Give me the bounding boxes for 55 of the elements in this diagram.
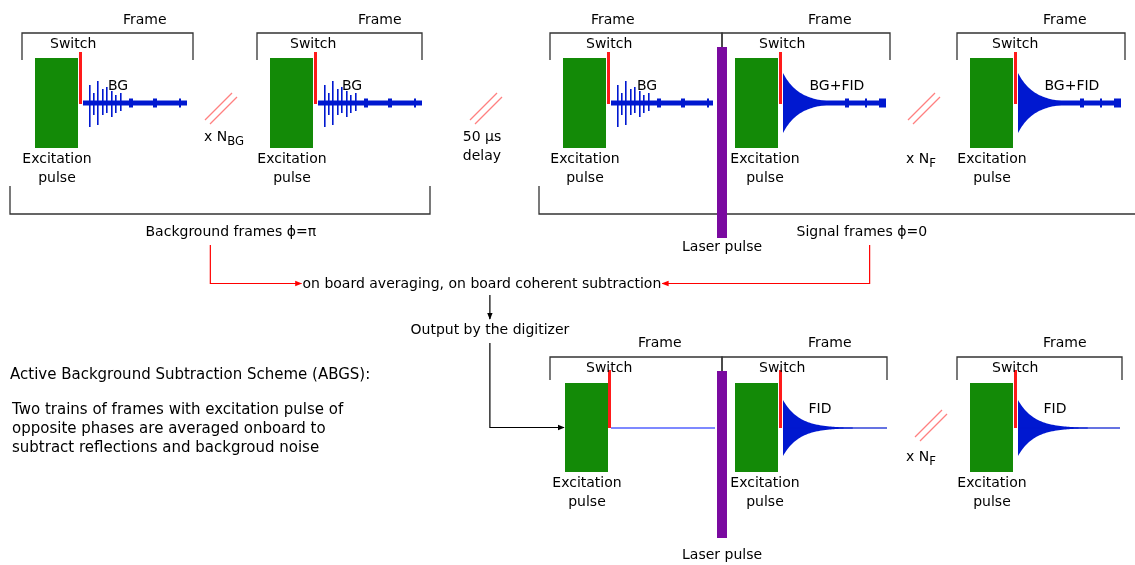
signal-label: BG bbox=[637, 76, 658, 95]
frame-label: Frame bbox=[358, 10, 402, 29]
excitation-pulse-bar bbox=[565, 383, 608, 472]
pulse-label: Excitation pulse bbox=[729, 149, 801, 187]
signal-label: FID bbox=[1043, 399, 1067, 418]
signal-label: FID bbox=[808, 399, 832, 418]
switch-label: Switch bbox=[759, 34, 806, 53]
repeat-count-label: x N$_{F}$ bbox=[906, 447, 936, 470]
train-label: Background frames ϕ=π bbox=[145, 222, 317, 241]
pulse-label: Excitation pulse bbox=[956, 473, 1028, 511]
switch-label: Switch bbox=[586, 358, 633, 377]
excitation-pulse-bar bbox=[563, 58, 606, 148]
arrow bbox=[487, 294, 493, 320]
description-text: Two trains of frames with excitation pulse of opposite phases are averaged onboard to subtract reflections and backgroud noise bbox=[12, 400, 345, 457]
pulse-label: Excitation pulse bbox=[21, 149, 93, 187]
pulse-label: Excitation pulse bbox=[956, 149, 1028, 187]
frame-label: Frame bbox=[808, 333, 852, 352]
switch-label: Switch bbox=[992, 34, 1039, 53]
scheme-title: Active Background Subtraction Scheme (ABGS): bbox=[10, 365, 371, 384]
pulse-label: Excitation pulse bbox=[549, 149, 621, 187]
signal-label: BG bbox=[342, 76, 363, 95]
pulse-label: Excitation pulse bbox=[729, 473, 801, 511]
repeat-count-label: x N$_{F}$ bbox=[906, 149, 936, 172]
switch-label: Switch bbox=[50, 34, 97, 53]
pulse-label: Excitation pulse bbox=[256, 149, 328, 187]
delay-label: 50 µs delay bbox=[461, 127, 503, 165]
frame-label: Frame bbox=[808, 10, 852, 29]
excitation-pulse-bar bbox=[970, 58, 1013, 148]
signal-label: BG+FID bbox=[1044, 76, 1100, 95]
switch-label: Switch bbox=[586, 34, 633, 53]
switch-label: Switch bbox=[290, 34, 337, 53]
arrow bbox=[209, 244, 303, 287]
switch-label: Switch bbox=[992, 358, 1039, 377]
laser-pulse-label: Laser pulse bbox=[682, 545, 763, 564]
signal-label: BG+FID bbox=[809, 76, 865, 95]
signal-label: BG bbox=[108, 76, 129, 95]
frame-label: Frame bbox=[1043, 10, 1087, 29]
excitation-pulse-bar bbox=[270, 58, 313, 148]
excitation-pulse-bar bbox=[970, 383, 1013, 472]
output-label: Output by the digitizer bbox=[410, 320, 570, 339]
laser-pulse-label: Laser pulse bbox=[682, 237, 763, 256]
excitation-pulse-bar bbox=[35, 58, 78, 148]
switch-label: Switch bbox=[759, 358, 806, 377]
arrow bbox=[489, 342, 565, 431]
excitation-pulse-bar bbox=[735, 383, 778, 472]
frame-label: Frame bbox=[1043, 333, 1087, 352]
pulse-label: Excitation pulse bbox=[551, 473, 623, 511]
arrow bbox=[661, 244, 871, 287]
excitation-pulse-bar bbox=[735, 58, 778, 148]
frame-label: Frame bbox=[591, 10, 635, 29]
process-label: on board averaging, on board coherent subtraction bbox=[302, 274, 662, 293]
frame-label: Frame bbox=[638, 333, 682, 352]
repeat-count-label: x N$_{BG}$ bbox=[204, 127, 245, 150]
train-label: Signal frames ϕ=0 bbox=[796, 222, 928, 241]
frame-label: Frame bbox=[123, 10, 167, 29]
